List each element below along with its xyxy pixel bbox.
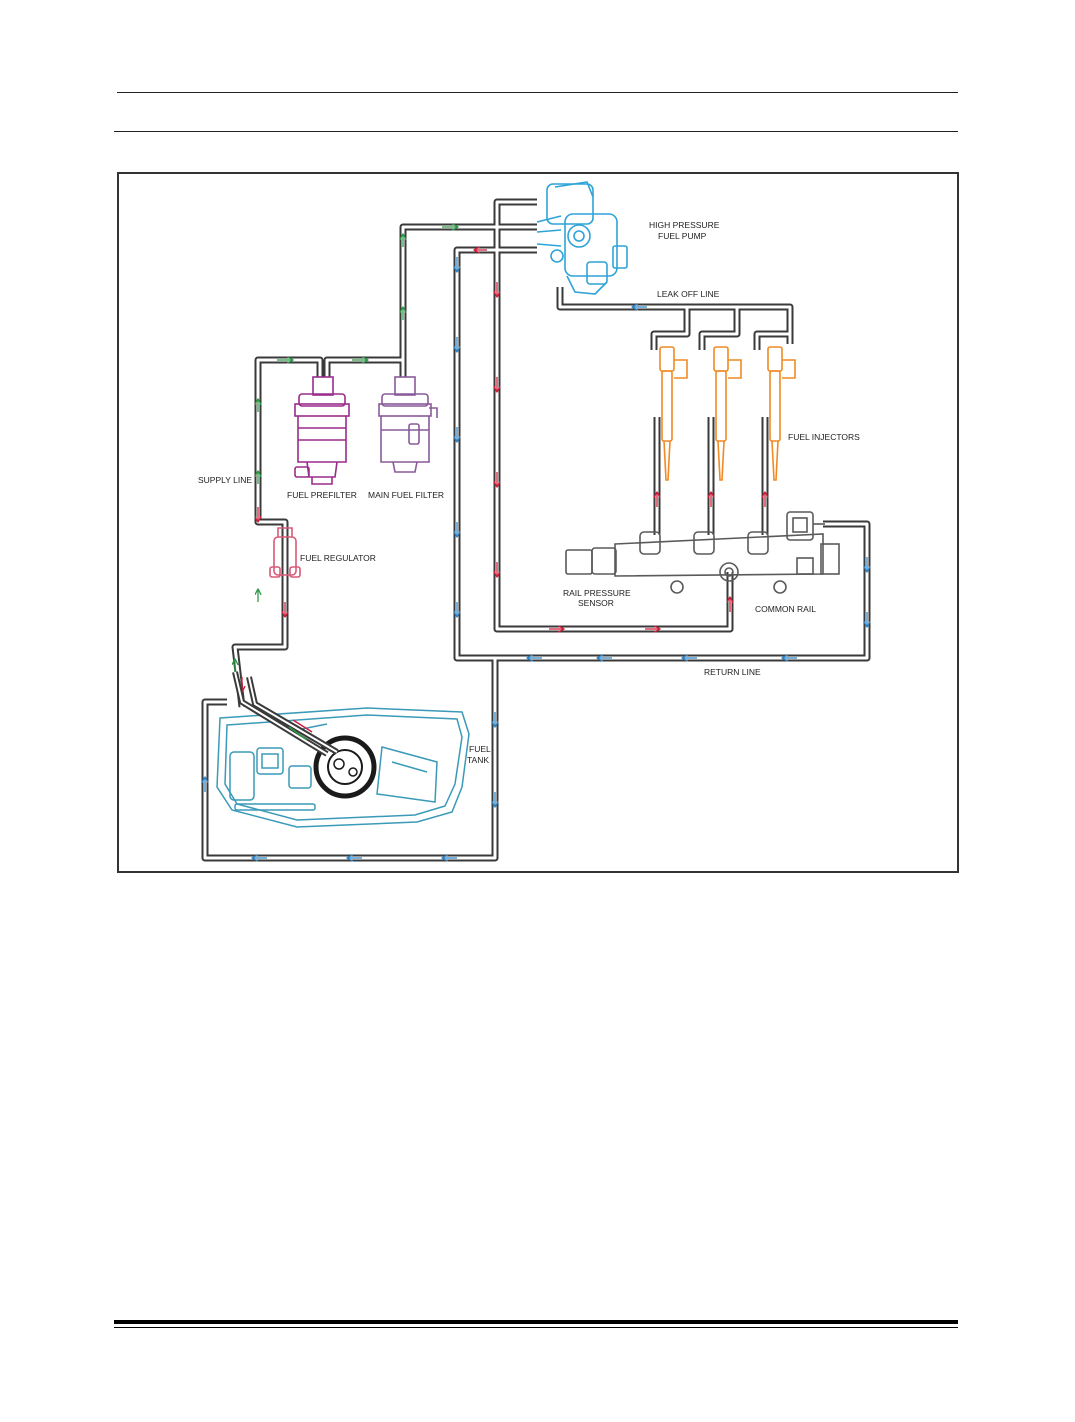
injector-1: [659, 346, 688, 481]
label-high-pressure-pump: HIGH PRESSURE: [649, 220, 720, 230]
fuel-prefilter: [294, 376, 350, 485]
label-fuel-prefilter: FUEL PREFILTER: [287, 490, 357, 500]
high-pressure-pump: [536, 181, 628, 295]
fuel-pump-module: [313, 735, 377, 799]
fuel-tank: [216, 707, 470, 828]
label-fuel-injectors: FUEL INJECTORS: [788, 432, 860, 442]
tank-lines: [232, 671, 339, 757]
label-return-line: RETURN LINE: [704, 667, 761, 677]
header-rule-bottom: [114, 131, 958, 132]
label-common-rail: COMMON RAIL: [755, 604, 816, 614]
label-fuel-tank: TANK: [467, 755, 489, 765]
label-supply-line: SUPPLY LINE: [198, 475, 252, 485]
header-rule-top: [117, 92, 958, 93]
label-leak-off-line: LEAK OFF LINE: [657, 289, 720, 299]
label-rail-pressure-sensor: SENSOR: [578, 598, 614, 608]
injector-2: [713, 346, 742, 481]
label-high-pressure-pump: FUEL PUMP: [658, 231, 707, 241]
footer-rule-thick: [114, 1320, 958, 1324]
footer-rule-thin: [114, 1327, 958, 1328]
label-main-fuel-filter: MAIN FUEL FILTER: [368, 490, 444, 500]
label-rail-pressure-sensor: RAIL PRESSURE: [563, 588, 631, 598]
label-fuel-tank: FUEL: [469, 744, 491, 754]
label-fuel-regulator: FUEL REGULATOR: [300, 553, 376, 563]
fuel-system-diagram: HIGH PRESSURE FUEL PUMP LEAK OFF LINE FU…: [117, 172, 959, 873]
main-fuel-filter: [378, 376, 438, 473]
common-rail: [565, 511, 840, 594]
flow-arrows: [205, 227, 867, 858]
labels: HIGH PRESSURE FUEL PUMP LEAK OFF LINE FU…: [198, 220, 860, 765]
injector-3: [767, 346, 796, 481]
fuel-regulator: [269, 527, 301, 578]
pipes: [201, 198, 871, 862]
fuel-injectors: [659, 346, 796, 481]
